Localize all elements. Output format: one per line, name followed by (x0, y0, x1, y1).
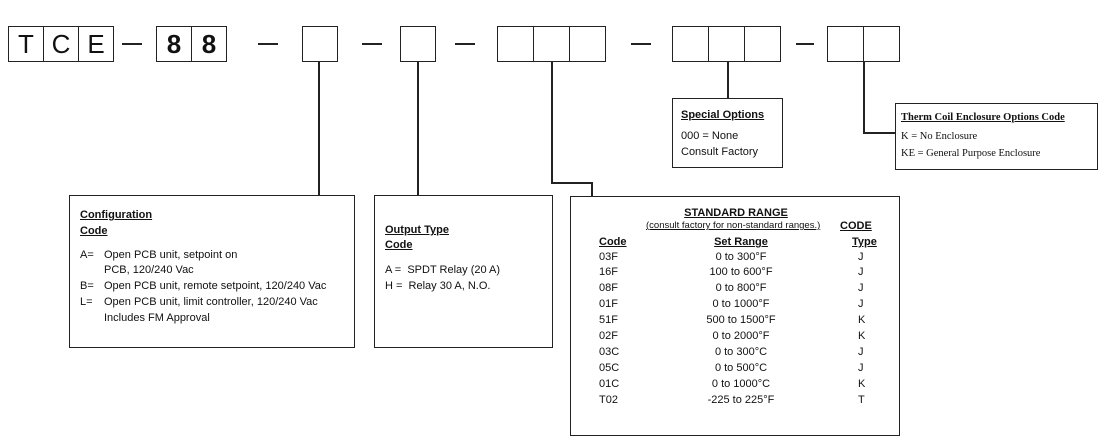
code-slot-range-2 (533, 26, 570, 62)
special-options-box: Special Options 000 = None Consult Facto… (672, 98, 783, 168)
special-options-line-2: Consult Factory (681, 146, 759, 158)
configuration-code-box: Configuration Code A= Open PCB unit, set… (69, 195, 355, 348)
code-slot-range-3 (569, 26, 606, 62)
code-slot-options-1 (672, 26, 709, 62)
separator-dash (796, 43, 814, 45)
code-slot-enclosure-1 (827, 26, 864, 62)
special-options-line-1: 000 = None (681, 130, 739, 142)
connector-configuration (318, 62, 320, 196)
range-row-5-code: 51F (599, 314, 618, 326)
separator-dash (258, 43, 278, 45)
output-type-line-1: A = SPDT Relay (20 A) (385, 264, 501, 276)
standard-range-note: (consult factory for non-standard ranges… (646, 220, 821, 231)
separator-dash (455, 43, 475, 45)
range-row-9-range: 0 to 1000°C (711, 378, 771, 390)
range-row-8-type: J (858, 362, 864, 374)
range-row-6-type: K (858, 330, 866, 342)
connector-output-type (417, 62, 419, 196)
code-slot-range-1 (497, 26, 534, 62)
range-row-5-range: 500 to 1500°F (706, 314, 776, 326)
range-row-7-code: 03C (599, 346, 620, 358)
range-row-3-range: 0 to 800°F (715, 282, 767, 294)
configuration-line-5-text: Includes FM Approval (104, 312, 210, 324)
configuration-line-4-code: L= (80, 296, 93, 308)
special-options-title: Special Options (681, 109, 765, 121)
range-row-4-code: 01F (599, 298, 618, 310)
configuration-subtitle: Code (80, 225, 108, 237)
output-type-box: Output Type Code A = SPDT Relay (20 A) H… (374, 195, 553, 348)
configuration-line-3-text: Open PCB unit, remote setpoint, 120/240 … (104, 280, 327, 292)
range-row-3-code: 08F (599, 282, 618, 294)
range-row-2-code: 16F (599, 266, 618, 278)
code-cell-series-1: 8 (156, 26, 192, 62)
range-row-10-type: T (858, 394, 865, 406)
range-row-7-range: 0 to 300°C (714, 346, 768, 358)
range-row-8-range: 0 to 500°C (714, 362, 768, 374)
range-row-8-code: 05C (599, 362, 620, 374)
range-row-2-range: 100 to 600°F (709, 266, 773, 278)
standard-range-code-label: CODE (840, 220, 872, 232)
enclosure-title: Therm Coil Enclosure Options Code (901, 112, 1065, 123)
range-row-6-code: 02F (599, 330, 618, 342)
range-row-1-type: J (858, 251, 864, 263)
output-type-title: Output Type (385, 224, 449, 236)
configuration-title: Configuration (80, 209, 153, 221)
code-slot-options-2 (708, 26, 745, 62)
enclosure-line-2: KE = General Purpose Enclosure (901, 148, 1041, 159)
configuration-line-1-text: Open PCB unit, setpoint on (104, 249, 238, 261)
code-slot-output-type (400, 26, 436, 62)
col-header-set-range: Set Range (714, 236, 768, 248)
enclosure-line-1: K = No Enclosure (901, 131, 978, 142)
output-type-subtitle: Code (385, 239, 413, 251)
range-row-2-type: J (858, 266, 864, 278)
code-cell-prefix-3: E (78, 26, 114, 62)
range-row-1-range: 0 to 300°F (715, 251, 767, 263)
separator-dash (362, 43, 382, 45)
range-row-6-range: 0 to 2000°F (712, 330, 770, 342)
col-header-type: Type (852, 236, 877, 248)
range-row-10-code: T02 (599, 394, 618, 406)
range-row-9-code: 01C (599, 378, 620, 390)
range-row-10-range: -225 to 225°F (707, 394, 775, 406)
range-row-7-type: J (858, 346, 864, 358)
code-cell-series-2: 8 (191, 26, 227, 62)
range-row-4-type: J (858, 298, 864, 310)
range-row-5-type: K (858, 314, 866, 326)
output-type-line-2: H = Relay 30 A, N.O. (385, 280, 491, 292)
code-cell-prefix-2: C (43, 26, 79, 62)
enclosure-options-box: Therm Coil Enclosure Options Code K = No… (895, 103, 1098, 170)
code-slot-enclosure-2 (863, 26, 900, 62)
connector-special-options (727, 62, 729, 99)
separator-dash (631, 43, 651, 45)
range-row-9-type: K (858, 378, 866, 390)
range-row-4-range: 0 to 1000°F (712, 298, 770, 310)
configuration-line-1-code: A= (80, 249, 94, 261)
configuration-line-3-code: B= (80, 280, 94, 292)
configuration-line-2-text: PCB, 120/240 Vac (104, 264, 194, 276)
col-header-code: Code (599, 236, 627, 248)
code-slot-options-3 (744, 26, 781, 62)
separator-dash (122, 43, 142, 45)
configuration-line-4-text: Open PCB unit, limit controller, 120/240… (104, 296, 318, 308)
range-row-3-type: J (858, 282, 864, 294)
standard-range-title: STANDARD RANGE (684, 207, 788, 219)
code-cell-prefix-1: T (8, 26, 44, 62)
range-row-1-code: 03F (599, 251, 618, 263)
code-slot-configuration (302, 26, 338, 62)
standard-range-box: STANDARD RANGE (consult factory for non-… (570, 196, 900, 436)
